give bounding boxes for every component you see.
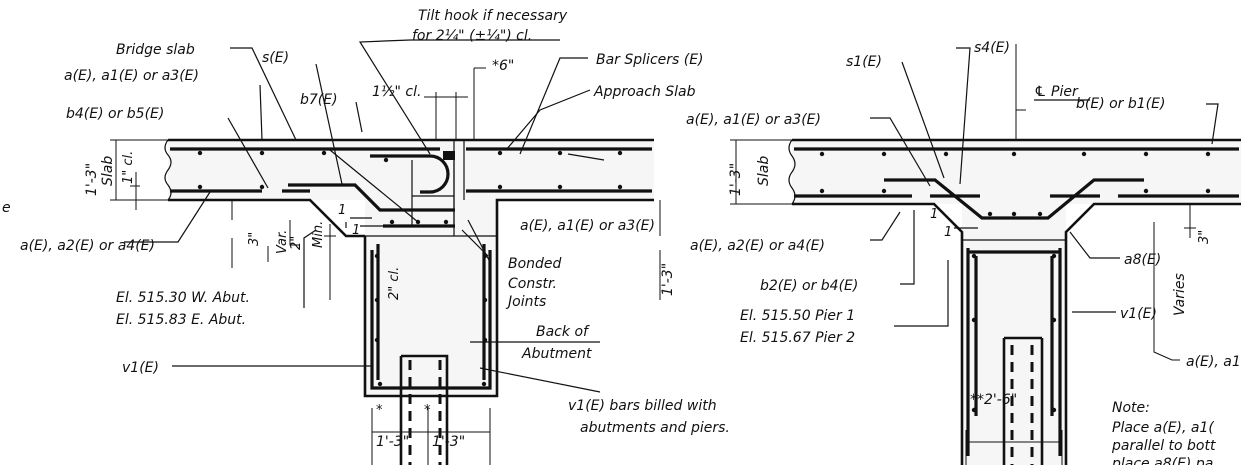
label-a-a1-a3-mid: a(E), a1(E) or a3(E)	[520, 218, 655, 234]
label-v1-left: v1(E)	[122, 360, 159, 376]
tilt-hook-bar	[370, 154, 450, 194]
label-b2-b4: b2(E) or b4(E)	[760, 278, 858, 294]
pier-section	[962, 204, 1066, 465]
pier-centerline	[1015, 44, 1026, 140]
label-1-1-left: 1	[338, 203, 346, 218]
label-s4: s4(E)	[974, 40, 1010, 56]
pier-slab-section	[792, 140, 1241, 204]
label-tilt-hook-1: Tilt hook if necessary	[418, 8, 568, 24]
abutment-outline	[363, 236, 499, 398]
label-el-e-abut: El. 515.83 E. Abut.	[116, 312, 246, 328]
label-bridge-slab: Bridge slab	[116, 42, 195, 58]
label-a-a2-a4-right: a(E), a2(E) or a4(E)	[690, 238, 825, 254]
label-one-inch-cl: 1" cl.	[121, 151, 136, 184]
label-bonded: Bonded	[508, 256, 562, 272]
label-b-b1: b(E) or b1(E)	[1076, 96, 1165, 112]
label-b7: b7(E)	[300, 92, 338, 108]
label-clear-1-2: 1½" cl.	[372, 84, 421, 100]
label-slab-height-left: 1'-3"	[84, 163, 100, 196]
label-b4-b5: b4(E) or b5(E)	[66, 106, 164, 122]
label-var: Var.	[275, 230, 290, 254]
label-el-pier1: El. 515.50 Pier 1	[740, 308, 855, 324]
label-a-a2-a4-left: a(E), a2(E) or a4(E)	[20, 238, 155, 254]
label-two-inch: 2"	[289, 236, 304, 250]
label-el-pier2: El. 515.67 Pier 2	[740, 330, 855, 346]
label-constr: Constr.	[508, 276, 557, 292]
label-star-2: *	[424, 403, 431, 418]
label-1-1-right: 1	[930, 207, 938, 222]
label-approach-slab: Approach Slab	[593, 84, 696, 100]
label-two-inch-cl: 2" cl.	[387, 267, 402, 300]
label-note-line2: parallel to bott	[1111, 438, 1216, 454]
label-bar-splicers: Bar Splicers (E)	[596, 52, 704, 68]
label-abutment: Abutment	[521, 346, 592, 362]
bent-bar-b7	[288, 183, 455, 212]
label-slab-right: Slab	[756, 156, 772, 186]
label-a-a1-cut: a(E), a1	[1186, 354, 1241, 370]
label-pier-width: **2'-6"	[970, 392, 1017, 408]
abutment-stirrup	[370, 250, 492, 390]
label-width-1: 1'-3"	[376, 434, 409, 450]
label-three-inch-right: 3"	[1197, 230, 1212, 244]
label-joints: Joints	[505, 294, 546, 310]
label-star-1: *	[376, 403, 383, 418]
pier-stirrup	[966, 248, 1062, 456]
pier-detail	[730, 44, 1241, 465]
label-min: Min.	[311, 221, 326, 248]
label-s1: s1(E)	[846, 54, 882, 70]
label-pier-cl: ℄ Pier	[1034, 84, 1079, 100]
label-varies: Varies	[1172, 273, 1188, 316]
label-abut-piers: abutments and piers.	[580, 420, 730, 436]
bar-splicer	[443, 151, 455, 160]
width-dim	[371, 408, 491, 465]
label-a8: a8(E)	[1124, 252, 1161, 268]
pier-dowel-bars	[1010, 345, 1034, 465]
label-tilt-hook-2: for 2¼" (±¼") cl.	[412, 28, 532, 44]
label-six-inch: *6"	[492, 58, 514, 74]
label-note-line1: Place a(E), a1(	[1112, 420, 1214, 436]
label-el-w-abut: El. 515.30 W. Abut.	[116, 290, 250, 306]
label-1-1-left-b: 1	[352, 223, 360, 238]
abutment-section	[365, 200, 497, 396]
label-back-of: Back of	[536, 324, 590, 340]
label-v1-billed: v1(E) bars billed with	[568, 398, 717, 414]
label-a-a1-a3-right: a(E), a1(E) or a3(E)	[686, 112, 821, 128]
slab-thickness-dim	[110, 139, 168, 201]
label-note-line3: place a8(E) pa	[1111, 456, 1213, 465]
clear-dim	[424, 92, 468, 140]
label-a-a1-a3-left: a(E), a1(E) or a3(E)	[64, 68, 199, 84]
label-three-inch: 3"	[247, 232, 262, 246]
label-width-2: 1'-3"	[432, 434, 465, 450]
abutment-detail	[110, 39, 661, 465]
label-cut-e: e	[2, 200, 11, 216]
label-1-1-right-b: 1	[944, 225, 952, 240]
label-v1-right: v1(E)	[1120, 306, 1157, 322]
label-slab-height-right: 1'-3"	[728, 163, 744, 196]
rebar-dots	[197, 150, 623, 387]
label-s-e: s(E)	[262, 50, 289, 66]
label-one-three-right: 1'-3"	[660, 263, 676, 296]
label-note: Note:	[1112, 400, 1150, 416]
v1-dowel-bars	[408, 360, 442, 465]
label-slab-left: Slab	[100, 156, 116, 186]
slab-bottom-line	[168, 198, 654, 238]
pier-rebar-dots	[819, 151, 1211, 413]
